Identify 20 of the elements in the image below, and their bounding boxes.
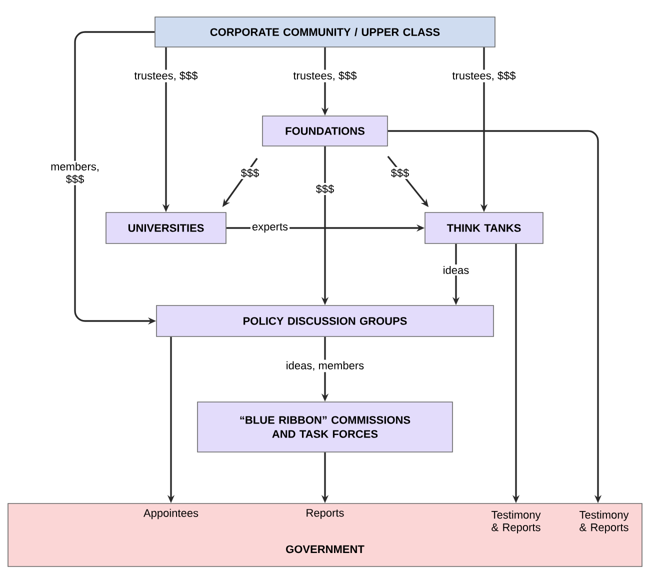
edge-label: $$$ xyxy=(389,167,411,179)
process-box: THINK TANKS xyxy=(424,212,544,244)
edge-label: Appointees xyxy=(142,507,200,521)
process-box: UNIVERSITIES xyxy=(106,212,226,244)
edge-label: trustees, $$$ xyxy=(292,70,358,82)
edge-label: trustees, $$$ xyxy=(132,70,200,82)
edge-label: Testimony & Reports xyxy=(570,509,638,535)
process-box: FOUNDATIONS xyxy=(262,116,388,146)
edge-label: experts xyxy=(250,222,290,234)
edge-label: members, $$$ xyxy=(48,160,102,186)
edge-label: Testimony & Reports xyxy=(482,509,550,535)
process-box: POLICY DISCUSSION GROUPS xyxy=(156,305,494,337)
edge-label: ideas, members xyxy=(284,360,366,372)
edge-label: Reports xyxy=(304,508,346,520)
edge-label: ideas xyxy=(441,264,471,276)
process-box: “BLUE RIBBON” COMMISSIONS AND TASK FORCES xyxy=(197,402,453,452)
header-box: CORPORATE COMMUNITY / UPPER CLASS xyxy=(154,16,496,48)
edge-label: trustees, $$$ xyxy=(450,70,518,82)
edge-label: $$$ xyxy=(239,167,261,179)
edge-label: $$$ xyxy=(314,183,336,195)
